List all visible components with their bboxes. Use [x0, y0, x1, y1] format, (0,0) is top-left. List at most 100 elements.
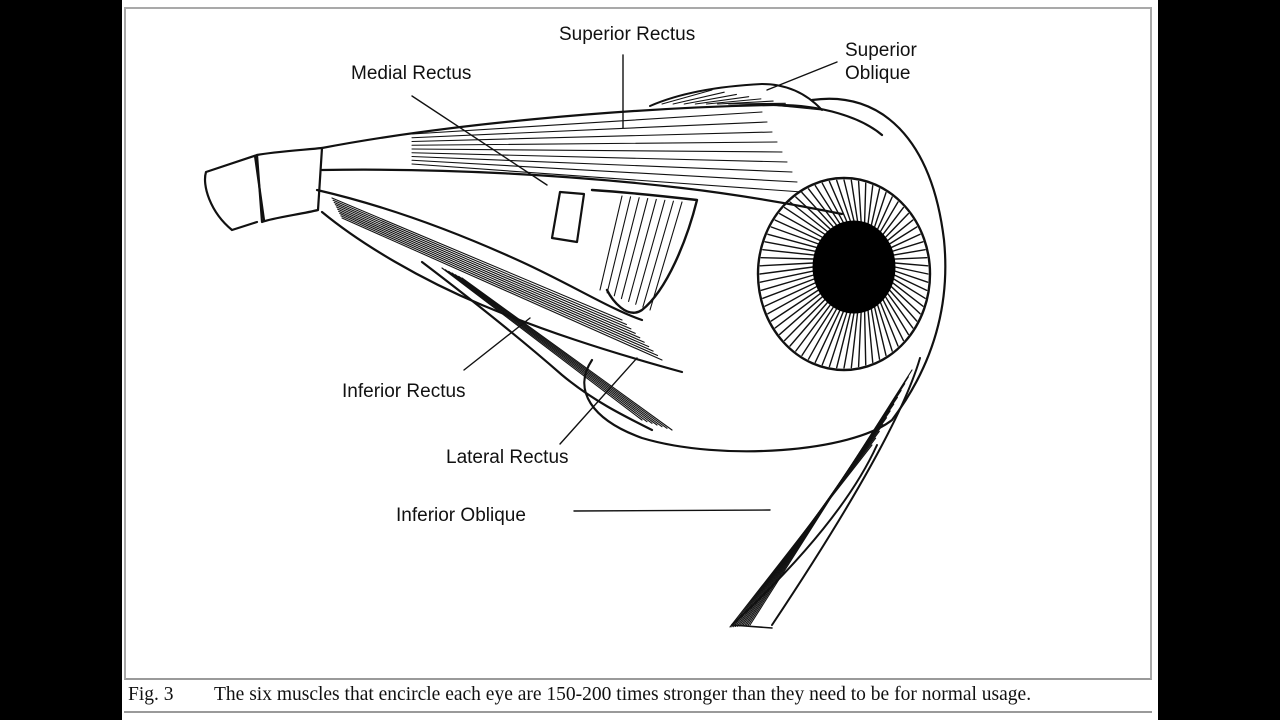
- iris-striation: [795, 196, 832, 231]
- iris: [756, 176, 932, 372]
- iris-striation: [894, 262, 929, 267]
- iris-striation: [884, 212, 910, 239]
- muscle-fiber: [411, 141, 778, 146]
- muscle-fiber: [340, 215, 659, 357]
- muscle-fiber: [337, 208, 645, 343]
- muscle-fiber: [331, 197, 623, 321]
- iris-striation: [892, 248, 926, 256]
- iris-striation: [891, 241, 924, 252]
- eye-muscle-diagram: [204, 54, 947, 629]
- muscle-fiber: [334, 204, 636, 334]
- muscle-fiber: [761, 103, 823, 111]
- iris-striation: [888, 289, 918, 322]
- iris-striation: [894, 270, 929, 283]
- iris-striation: [759, 266, 814, 275]
- iris-striation: [770, 226, 820, 245]
- iris-striation: [762, 278, 816, 300]
- iris-striation: [893, 256, 928, 260]
- iris-striation: [867, 184, 874, 225]
- muscle-fiber: [454, 274, 663, 428]
- eyeball-outline: [583, 97, 947, 453]
- caption-text: The six muscles that encircle each eye a…: [214, 684, 1032, 705]
- iris-striation: [767, 285, 818, 315]
- iris-striation: [760, 256, 815, 260]
- muscle-fiber: [620, 198, 649, 300]
- label-superior-rectus: Superior Rectus: [559, 24, 696, 45]
- iris-striation: [814, 184, 841, 225]
- iris-striation: [774, 219, 822, 242]
- iris-striation: [778, 295, 824, 336]
- iris-striation: [759, 262, 814, 267]
- muscle-fiber: [628, 198, 657, 302]
- figure-number: Fig. 3: [128, 684, 174, 705]
- muscle-fiber: [341, 217, 663, 361]
- muscle-fiber: [338, 210, 650, 348]
- iris-striation: [762, 248, 816, 256]
- iris-striation: [764, 282, 817, 307]
- superior-oblique-muscle: [649, 83, 823, 111]
- iris-striation: [767, 233, 818, 249]
- muscle-fiber: [729, 444, 873, 628]
- iris-striation: [774, 292, 822, 329]
- iris-striation: [892, 278, 926, 300]
- leader-medial-rectus: [411, 95, 548, 186]
- iris-striation: [863, 182, 867, 224]
- iris-striation: [850, 179, 859, 222]
- iris-striation: [770, 289, 820, 322]
- iris-striation: [873, 306, 887, 357]
- iris-striation: [891, 282, 924, 307]
- inferior-oblique-muscle: [729, 357, 921, 629]
- muscle-fiber: [642, 200, 674, 308]
- iris-striation: [888, 226, 918, 245]
- muscle-fiber: [461, 277, 673, 431]
- iris-striation: [876, 196, 893, 231]
- muscle-fiber: [332, 199, 627, 325]
- muscle-fiber: [411, 152, 788, 163]
- iris-striation: [835, 179, 852, 222]
- iris-striation: [894, 266, 929, 275]
- iris-striation: [867, 309, 874, 364]
- iris-striation: [801, 306, 835, 357]
- iris-striation: [879, 201, 899, 233]
- muscle-fiber: [339, 213, 654, 352]
- iris-striation: [886, 219, 914, 242]
- iris-striation: [828, 180, 848, 223]
- iris-striation: [843, 179, 855, 222]
- leader-superior-oblique: [766, 61, 838, 91]
- page: Superior Rectus Medial Rectus Superior O…: [122, 0, 1158, 720]
- iris-striation: [760, 274, 815, 292]
- muscle-fiber: [613, 197, 640, 297]
- muscle-fiber: [705, 98, 762, 105]
- leader-inferior-oblique: [573, 509, 771, 512]
- lateral-rectus-muscle: [420, 260, 673, 432]
- inferior-rectus-muscle: [315, 188, 684, 374]
- iris-striation: [783, 206, 826, 236]
- iris-striation: [778, 212, 824, 239]
- label-superior-oblique-line1: Superior: [845, 40, 917, 61]
- muscle-fiber: [411, 163, 803, 193]
- label-medial-rectus: Medial Rectus: [351, 63, 472, 84]
- iris-striation: [814, 309, 841, 364]
- muscle-fiber: [606, 196, 632, 294]
- label-lateral-rectus: Lateral Rectus: [446, 447, 569, 468]
- iris-striation: [807, 188, 838, 227]
- muscle-fiber: [683, 93, 737, 105]
- muscle-fiber: [717, 100, 774, 105]
- muscle-fiber: [448, 270, 653, 424]
- iris-striation: [893, 274, 928, 292]
- medial-rectus-muscle: [550, 188, 699, 314]
- iris-striation: [789, 201, 829, 233]
- superior-rectus-muscle: [320, 103, 884, 216]
- iris-striation: [873, 191, 887, 228]
- figure-frame: [124, 7, 1152, 680]
- label-inferior-oblique: Inferior Oblique: [396, 505, 526, 526]
- muscle-fiber: [335, 206, 641, 339]
- muscle-fiber: [333, 201, 632, 330]
- iris-striation: [876, 303, 893, 352]
- iris-striation: [821, 182, 845, 224]
- iris-striation: [884, 295, 910, 336]
- figure-caption: Fig. 3 The six muscles that encircle each…: [128, 684, 1031, 706]
- muscle-fiber: [728, 102, 786, 105]
- iris-striation: [882, 298, 905, 342]
- muscle-fiber: [411, 131, 773, 143]
